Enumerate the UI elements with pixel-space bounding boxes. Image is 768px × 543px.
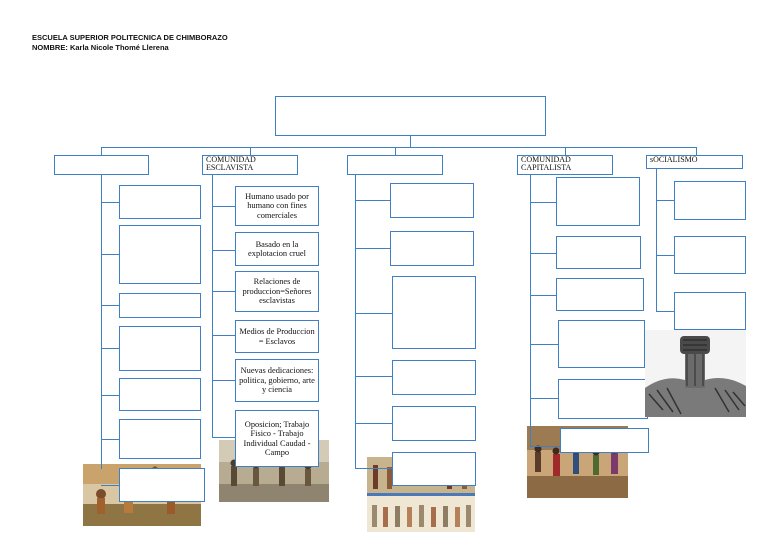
col5-item-box bbox=[674, 292, 746, 330]
col1-branch-line bbox=[101, 348, 119, 349]
col2-spine-line bbox=[212, 175, 213, 437]
column-heading-1 bbox=[54, 155, 149, 175]
col3-item-box bbox=[390, 231, 474, 266]
col1-item-box bbox=[119, 185, 201, 219]
root-stem-line bbox=[410, 136, 411, 147]
col1-branch-line bbox=[101, 439, 119, 440]
col3-branch-line bbox=[355, 468, 392, 469]
col1-item-box bbox=[119, 225, 201, 284]
name-value: Karla Nicole Thomé Llerena bbox=[69, 43, 169, 52]
col3-item-box bbox=[392, 406, 476, 441]
col4-branch-line bbox=[530, 295, 556, 296]
col3-branch-line bbox=[355, 423, 392, 424]
col2-branch-line bbox=[212, 437, 235, 438]
col1-item-box bbox=[119, 419, 201, 459]
col3-item-box bbox=[392, 360, 476, 395]
col5-spine-line bbox=[656, 169, 657, 312]
col4-stem-line bbox=[565, 147, 566, 155]
col1-item-box bbox=[119, 326, 201, 371]
col4-branch-line bbox=[530, 446, 560, 447]
col4-spine-line bbox=[530, 175, 531, 446]
column-heading-3 bbox=[347, 155, 443, 175]
column-heading-2: COMUNIDAD ESCLAVISTA bbox=[202, 155, 298, 175]
col1-branch-line bbox=[101, 485, 119, 486]
col1-branch-line bbox=[101, 202, 119, 203]
col3-item-box bbox=[390, 183, 474, 218]
esclavista-item-6: Oposicion; Trabajo Fisico - Trabajo Indi… bbox=[235, 410, 319, 467]
col1-branch-line bbox=[101, 305, 119, 306]
col2-branch-line bbox=[212, 291, 235, 292]
name-label: NOMBRE: bbox=[32, 43, 68, 52]
esclavista-item-2: Basado en la explotacion cruel bbox=[235, 232, 319, 266]
col3-branch-line bbox=[355, 376, 392, 377]
col4-item-box bbox=[558, 320, 645, 368]
col5-stem-line bbox=[696, 147, 697, 155]
col2-branch-line bbox=[212, 380, 235, 381]
col3-branch-line bbox=[355, 248, 390, 249]
col3-stem-line bbox=[395, 147, 396, 155]
esclavista-item-3: Relaciones de produccion=Señores esclavi… bbox=[235, 271, 319, 312]
col5-branch-line bbox=[656, 255, 674, 256]
esclavista-item-1: Humano usado por humano con fines comerc… bbox=[235, 186, 319, 226]
col4-item-box bbox=[556, 278, 644, 311]
column-heading-5: sOCIALISMO bbox=[646, 155, 743, 169]
col4-item-box bbox=[560, 428, 649, 453]
col3-item-box bbox=[392, 276, 476, 349]
col3-spine-line bbox=[355, 175, 356, 468]
top-connector-line bbox=[101, 147, 696, 148]
col4-item-box bbox=[558, 379, 648, 419]
col5-item-box bbox=[674, 181, 746, 220]
col1-branch-line bbox=[101, 395, 119, 396]
column-heading-4: COMUNIDAD CAPITALISTA bbox=[517, 155, 613, 175]
col1-branch-line bbox=[101, 254, 119, 255]
col2-branch-line bbox=[212, 335, 235, 336]
col5-branch-line bbox=[656, 311, 674, 312]
col1-spine-line bbox=[101, 175, 102, 469]
esclavista-item-5: Nuevas dedicaciones: politica, gobierno,… bbox=[235, 359, 319, 402]
col4-branch-line bbox=[530, 398, 558, 399]
school-name: ESCUELA SUPERIOR POLITECNICA DE CHIMBORA… bbox=[32, 33, 228, 42]
col5-branch-line bbox=[656, 200, 674, 201]
col1-item-box bbox=[119, 293, 201, 318]
col4-item-box bbox=[556, 177, 640, 226]
col1-stem-line bbox=[101, 147, 102, 155]
socialism-fist-image bbox=[645, 330, 746, 417]
col1-item-box bbox=[119, 378, 201, 411]
esclavista-item-4: Medios de Produccion = Esclavos bbox=[235, 320, 319, 353]
col4-item-box bbox=[556, 236, 641, 269]
col3-branch-line bbox=[355, 200, 390, 201]
col4-branch-line bbox=[530, 253, 556, 254]
col4-branch-line bbox=[530, 344, 558, 345]
col3-item-box bbox=[392, 452, 476, 486]
col2-branch-line bbox=[212, 250, 235, 251]
col4-branch-line bbox=[530, 202, 556, 203]
col2-stem-line bbox=[250, 147, 251, 155]
student-name: NOMBRE: Karla Nicole Thomé Llerena bbox=[32, 43, 169, 52]
col3-branch-line bbox=[355, 313, 392, 314]
col5-item-box bbox=[674, 236, 746, 274]
col2-branch-line bbox=[212, 206, 235, 207]
col1-item-box bbox=[119, 468, 205, 502]
root-title-box bbox=[275, 96, 546, 136]
